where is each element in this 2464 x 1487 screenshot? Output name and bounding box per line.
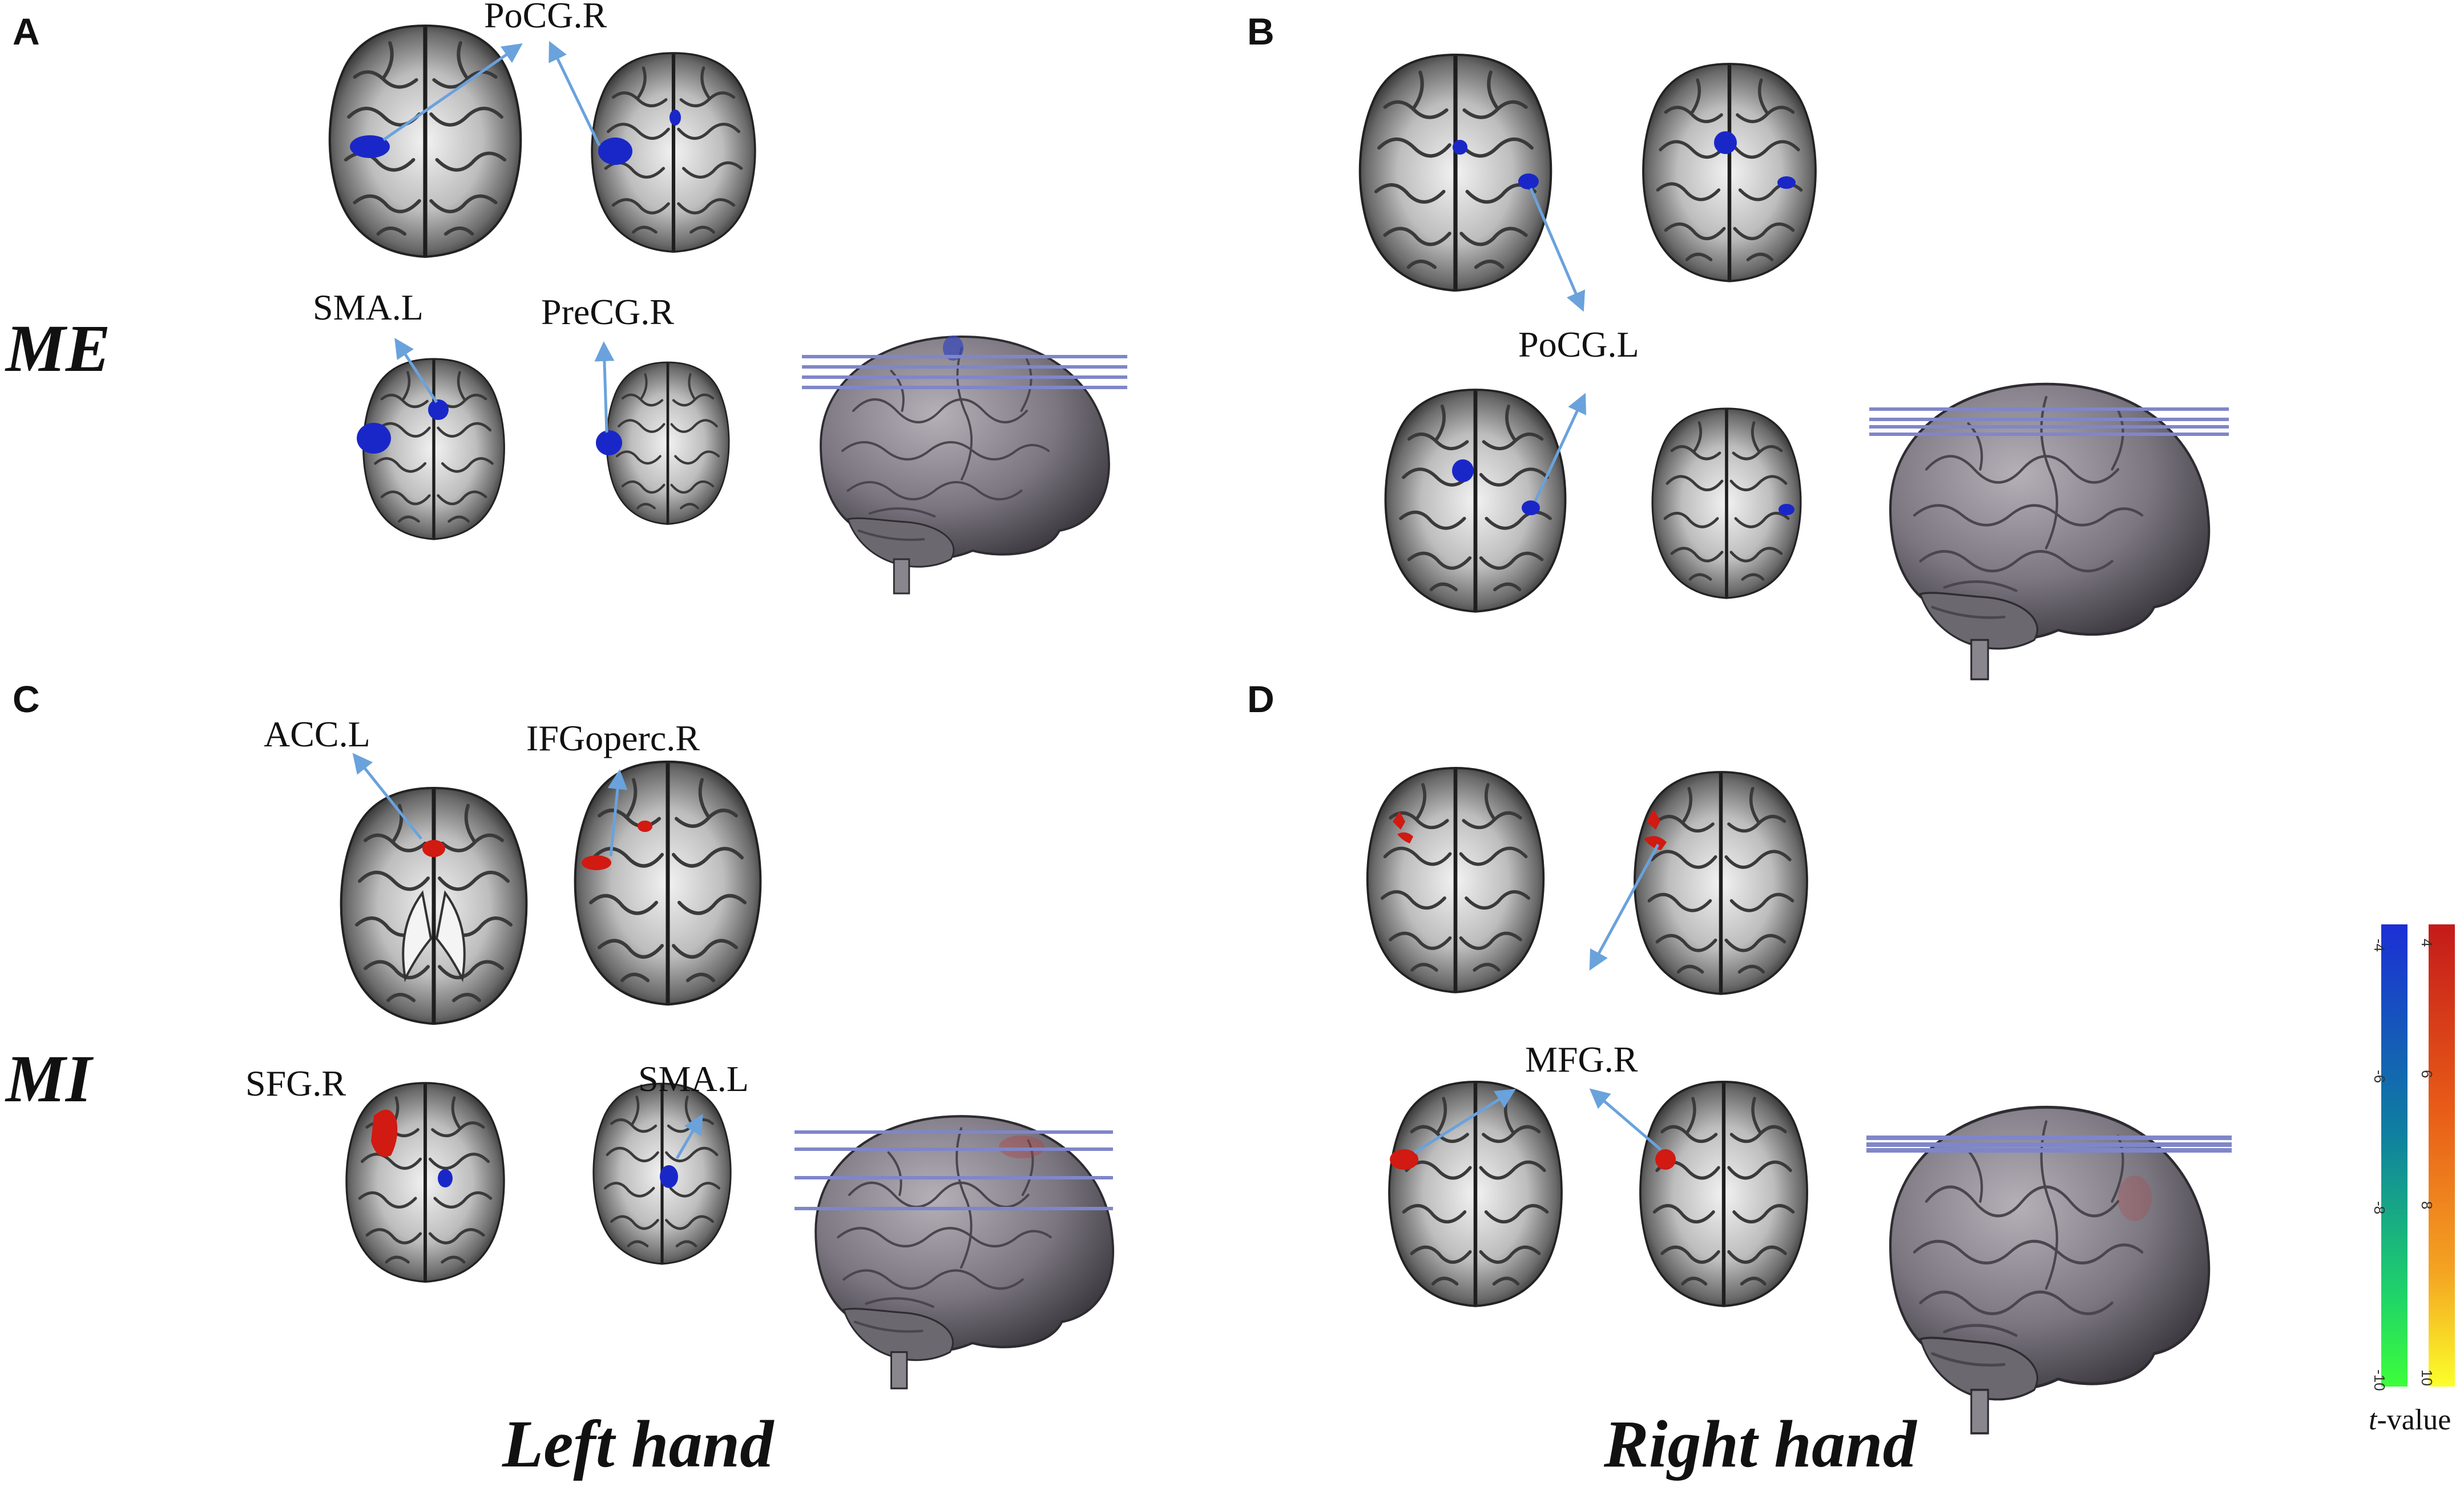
- slice-position-lines: [1866, 1136, 2232, 1153]
- activation-blob: [371, 1109, 398, 1157]
- panel-letter-d: D: [1247, 678, 1275, 720]
- panel-letter-c: C: [13, 678, 40, 720]
- arrow: [1589, 843, 1660, 971]
- region-label-sma-l: SMA.L: [313, 287, 424, 328]
- arrow: [1413, 1089, 1516, 1154]
- axial-slice: [341, 788, 527, 1024]
- activation-blob: [438, 1169, 453, 1187]
- region-label-ifgoperc-r: IFGoperc.R: [526, 718, 700, 758]
- activation-blob: [1644, 809, 1667, 850]
- axial-slice: [1643, 64, 1816, 281]
- activation-blob: [1452, 459, 1474, 482]
- colorbar-tick: 4: [2418, 939, 2435, 947]
- axial-slice: [1368, 768, 1543, 992]
- region-label-sfg-r: SFG.R: [245, 1063, 346, 1104]
- panel-letter-b: B: [1247, 10, 1275, 52]
- axial-slice: [1360, 55, 1551, 290]
- activation-blob: [582, 855, 611, 870]
- slice-position-lines: [802, 355, 1127, 389]
- axial-slice: [1640, 1082, 1807, 1306]
- region-label-pocg-l: PoCG.L: [1518, 324, 1639, 365]
- axial-slice: [575, 762, 761, 1004]
- activation-blob: [943, 336, 963, 361]
- activation-blob: [596, 430, 622, 455]
- activation-blob: [660, 1165, 678, 1188]
- activation-blob: [357, 423, 391, 454]
- arrow: [549, 41, 601, 147]
- colorbar-tick: -8: [2371, 1201, 2388, 1214]
- activation-blob: [1390, 1149, 1418, 1170]
- axial-slice: [1635, 772, 1807, 994]
- axial-slice: [607, 362, 729, 524]
- activation-blob: [1393, 811, 1413, 843]
- colorbar-tick: -10: [2371, 1369, 2388, 1391]
- slice-position-lines: [1869, 407, 2229, 436]
- arrow: [607, 769, 628, 856]
- activation-blob: [1522, 500, 1540, 515]
- activation-blob: [1453, 140, 1467, 155]
- activation-blob: [638, 821, 652, 832]
- slice-position-lines: [795, 1130, 1113, 1210]
- panel-c: ACC.L IFGoperc.R SFG.R SMA.L: [245, 714, 1113, 1388]
- activation-blob: [598, 138, 632, 165]
- activation-blob: [670, 110, 681, 126]
- activation-blob: [1714, 131, 1737, 154]
- panel-a: PoCG.R SMA.L PreCG.R: [313, 0, 1127, 595]
- region-label-mfg-r: MFG.R: [1525, 1039, 1638, 1080]
- activation-blob: [999, 1136, 1045, 1158]
- colorbar-tick: -4: [2371, 939, 2388, 952]
- activation-blob: [1779, 504, 1794, 515]
- row-label-me: ME: [5, 311, 111, 386]
- colorbar-tick: 10: [2418, 1369, 2435, 1386]
- activation-blob: [350, 135, 390, 158]
- colorbar-tick: 6: [2418, 1070, 2435, 1078]
- axial-slice: [346, 1083, 504, 1282]
- region-label-sma-l: SMA.L: [638, 1058, 749, 1099]
- activation-blob: [2118, 1175, 2152, 1221]
- lateral-brain-render: [816, 1116, 1113, 1388]
- arrow: [594, 341, 615, 433]
- arrow: [382, 43, 523, 142]
- column-label-left-hand: Left hand: [502, 1407, 775, 1481]
- region-label-precg-r: PreCG.R: [541, 292, 674, 332]
- colorbar-tick: 8: [2418, 1201, 2435, 1209]
- colorbar-tick: -6: [2371, 1070, 2388, 1083]
- colorbar-title-t: t: [2369, 1404, 2378, 1436]
- colorbar-positive: [2429, 924, 2455, 1387]
- arrow: [352, 753, 422, 840]
- activation-blob: [1655, 1149, 1676, 1170]
- colorbar-title: t-value: [2369, 1404, 2451, 1436]
- activation-blob: [428, 399, 449, 420]
- colorbar-negative: [2381, 924, 2407, 1387]
- region-label-pocg-r: PoCG.R: [484, 0, 607, 35]
- axial-slice: [1386, 390, 1566, 612]
- activation-blob: [1518, 173, 1539, 189]
- lateral-brain-render: [820, 336, 1110, 595]
- colorbar-title-rest: -value: [2377, 1404, 2451, 1436]
- row-label-mi: MI: [5, 1041, 94, 1116]
- lateral-brain-render: [1890, 1107, 2209, 1433]
- colorbar: -4 -6 -8 -10 4 6 8 10 t-value: [2369, 924, 2455, 1436]
- activation-blob: [422, 840, 445, 857]
- column-label-right-hand: Right hand: [1603, 1407, 1918, 1481]
- arrow: [394, 338, 438, 403]
- axial-slice: [1652, 409, 1801, 598]
- arrow: [1534, 393, 1587, 502]
- panel-b: PoCG.L: [1360, 55, 2229, 680]
- activation-blob: [1777, 176, 1796, 189]
- arrow: [675, 1113, 703, 1159]
- arrow: [1589, 1088, 1662, 1151]
- panel-letter-a: A: [13, 10, 40, 52]
- ventricle-shape: [402, 890, 466, 983]
- panel-d: MFG.R: [1368, 768, 2232, 1433]
- region-label-acc-l: ACC.L: [264, 714, 370, 754]
- arrow: [1529, 188, 1586, 312]
